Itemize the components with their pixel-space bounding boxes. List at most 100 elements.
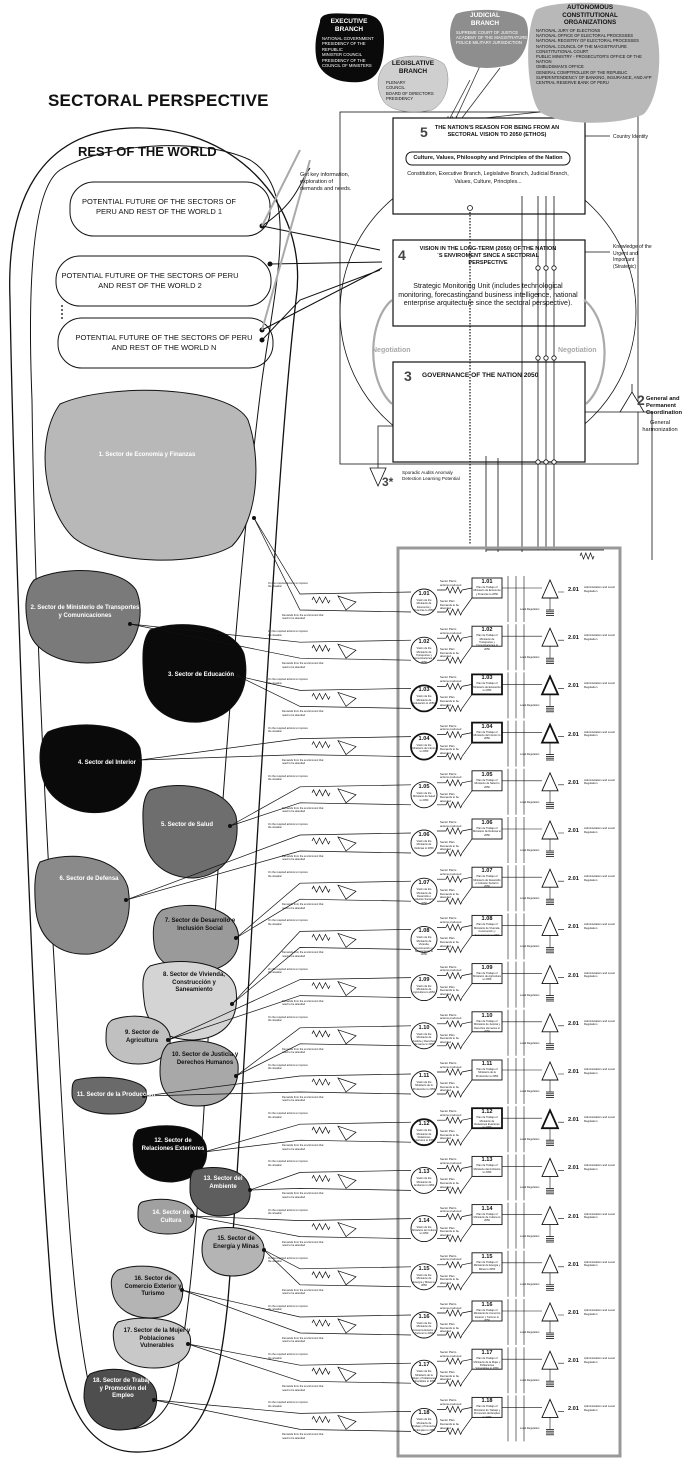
row-bus-1.02 [507,624,525,671]
vision-text-1.03: Visión de the Ministerio de Educación to… [413,695,435,706]
resistor-b-1.11 [445,1090,463,1098]
blob-link-bottom-14 [191,1215,412,1239]
resistor-b-1.01 [445,608,463,616]
sector-demands-1.02: Sector Plan Demands to be attended [440,647,459,659]
sector-blob-15 [201,1227,265,1277]
row-connector-1.18 [437,1407,473,1432]
row-bus-1.09 [507,961,525,1008]
row-bus-1.16 [507,1299,525,1345]
blob-link-bottom-9 [167,995,412,1041]
blob-link-top-11 [143,1073,412,1097]
plan-code-1.02: 1.02 [481,627,493,634]
blob-link-bottom-2 [129,623,412,661]
vision-circle-1.17 [410,1359,438,1387]
sector-blob-10 [159,1040,239,1107]
admin-label-1.12: Administration and Local Regulation [584,1115,615,1123]
arrow-bottom-label-12: Demands from the environment that need t… [282,1144,324,1151]
admin-lines-1.18 [502,1407,564,1430]
sector-actions-1.01: Sector Plan's actions produced [440,579,462,587]
sector-blob-9 [105,1015,171,1065]
negotiation-right-label: Negotiation [558,347,597,354]
admin-code-1.01: 2.01 [568,587,579,593]
box5-frame [392,117,586,215]
row-connector-1.02 [437,635,473,661]
row-connector-1.04 [437,732,473,757]
admin-triangle-1.05 [541,771,559,792]
sector-blob-3 [142,624,247,723]
blob-resistor-8 [311,933,331,942]
vision-text-1.16: Visión de the Ministerio de Comercio Ext… [412,1322,436,1336]
vision-code-1.18: 1.18 [418,1410,430,1417]
admin-label-1.02: Administration and Local Regulation [584,633,615,641]
sector-actions-1.18: Sector Plan's actions produced [440,1398,462,1406]
blob-resistor-2 [311,644,331,652]
sector-demands-1.11: Sector Plan Demands to be attended [440,1081,459,1093]
vertical-cables-extra [485,196,523,552]
sectoral-outline [9,127,299,1453]
admin-code-1.17: 2.01 [568,1358,579,1365]
blob-link-top-9 [167,977,412,1041]
cable-node-a-1 [543,265,549,271]
admin-label-1.17: Administration and Local Regulation [584,1356,615,1364]
admin-triangle-1.15 [541,1253,559,1274]
demand-arrow-17 [337,1366,357,1382]
coordination-label: General and Permanent Coordination [646,396,683,417]
sector-label-4: 4. Sector del Interior [77,760,137,766]
sector-demands-1.17: Sector Plan Demands to be attended [440,1370,459,1382]
admin-triangle-1.16 [541,1301,559,1322]
blob-resistor-18 [311,1415,331,1424]
vision-circle-1.14 [410,1215,438,1243]
local-reg-1.10: Local Regulation [520,1041,540,1045]
arrow-top-label-14: On the required actions to improve the s… [268,1208,308,1215]
row-connector-1.17 [437,1358,473,1384]
cable-node-b-0 [535,355,541,361]
arrow-bottom-label-8: Demands from the environment that need t… [282,951,324,958]
sector-demands-1.06: Sector Plan Demands to be attended [440,840,459,852]
arrow-bottom-label-5: Demands from the environment that need t… [282,806,324,814]
plan-text-1.09: Plan de Trabajo of Ministerio de Agricul… [473,971,501,982]
arrow-bottom-label-11: Demands from the environment that need t… [282,1096,324,1103]
blob-resistor-5 [311,789,331,797]
legislative-branch-title: LEGISLATIVE BRANCH [391,60,435,75]
demand-arrow-11 [337,1077,357,1093]
blob-link-top-7 [235,880,412,939]
resistor-a-1.01 [445,586,463,594]
vision-code-1.12: 1.12 [418,1121,430,1128]
local-reg-1.08: Local Regulation [520,945,540,949]
sector-blob-12 [132,1125,208,1183]
sector-demands-1.15: Sector Plan Demands to be attended [440,1273,459,1285]
row-bus-1.05 [507,768,525,815]
future-ellipse-3 [57,317,274,369]
demand-arrow-8 [337,932,357,948]
row-bus-1.14 [507,1202,525,1249]
admin-code-1.18: 2.01 [568,1406,579,1413]
row-connector-1.13 [437,1166,473,1191]
local-reg-1.14: Local Regulation [520,1234,540,1238]
arrow-top-label-13: On the required actions to improve the s… [268,1160,308,1167]
coordination-sub: General harmonization [642,420,678,433]
autonomous-orgs-title: AUTONOMOUS CONSTITUTIONAL ORGANIZATIONS [562,4,618,26]
local-reg-1.16: Local Regulation [520,1331,540,1334]
arrow-top-label-18: On the required actions to improve the s… [268,1401,308,1408]
sector-label-6: 6. Sector de Defensa [59,876,119,882]
sector-label-11: 11. Sector de la Producción [76,1092,156,1098]
plan-code-1.05: 1.05 [481,771,493,778]
sector-label-15: 15. Sector de Energía y Minas [213,1236,259,1250]
blob-link-top-17 [187,1343,412,1366]
admin-lines-1.13 [502,1166,564,1189]
executive-branch-items: NATIONAL GOVERNMENT PRESIDENCY OF THE RE… [322,36,374,69]
judicial-branch-blob [450,9,528,68]
vision-code-1.03: 1.03 [418,687,430,694]
arrow-bottom-label-13: Demands from the environment that need t… [282,1192,324,1199]
arrow-top-label-2: On the required actions to improve the s… [268,630,308,637]
resistor-a-1.13 [445,1164,463,1173]
blob-link-bottom-5 [229,802,412,827]
plan-text-1.02: Plan de Trabajo of Ministerio de Transpo… [475,634,499,651]
resistor-b-1.10 [445,1041,463,1050]
admin-lines-1.02 [502,635,564,659]
vision-code-1.08: 1.08 [418,928,430,935]
admin-lines-1.05 [502,780,564,803]
plan-code-1.03: 1.03 [481,675,493,682]
admin-lines-1.10 [502,1021,564,1044]
